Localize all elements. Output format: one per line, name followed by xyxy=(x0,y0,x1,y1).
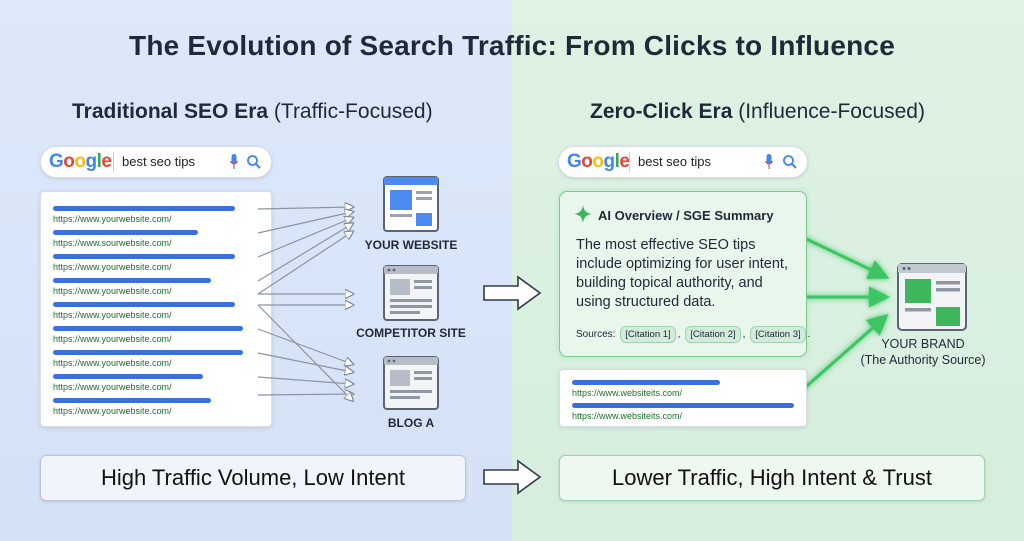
traffic-arrow xyxy=(257,218,352,258)
influence-arrow xyxy=(799,234,890,280)
left-summary-box: High Traffic Volume, Low Intent xyxy=(40,455,466,501)
influence-arrows xyxy=(799,234,890,394)
result-title-bar[interactable] xyxy=(53,398,211,403)
left-search-bar[interactable]: Google best seo tips xyxy=(40,146,272,178)
result-url[interactable]: https://www.yourwebsite.com/ xyxy=(53,286,172,296)
result-url[interactable]: https://www.yourwebsite.com/ xyxy=(53,262,172,272)
result-title-bar[interactable] xyxy=(53,254,235,259)
citation-chip[interactable]: [Citation 2] xyxy=(685,326,741,343)
traffic-arrow xyxy=(257,352,352,372)
sources-label: Sources: xyxy=(576,329,616,340)
traffic-arrow xyxy=(257,376,352,384)
result-title-bar[interactable] xyxy=(53,350,243,355)
left-era-focus: (Traffic-Focused) xyxy=(268,100,433,123)
right-summary-box: Lower Traffic, High Intent & Trust xyxy=(559,455,985,501)
ai-overview-box: AI Overview / SGE Summary The most effec… xyxy=(559,191,810,357)
result-url[interactable]: https://www.yourwebsite.com/ xyxy=(53,334,172,344)
microphone-icon[interactable] xyxy=(765,153,773,171)
google-logo: Google xyxy=(567,151,630,172)
result-title-bar[interactable] xyxy=(53,206,235,211)
traffic-arrow xyxy=(257,232,352,295)
influence-arrow xyxy=(799,314,889,394)
competitor-site-icon xyxy=(383,265,439,321)
traffic-arrow xyxy=(257,212,352,234)
traffic-arrow xyxy=(257,304,352,400)
ai-overview-title: AI Overview / SGE Summary xyxy=(598,208,774,223)
right-search-results-panel: https://www.websiteits.com/ https://www.… xyxy=(559,369,807,427)
blog-a-icon xyxy=(383,356,439,410)
citation-chip[interactable]: [Citation 1] xyxy=(620,326,676,343)
blog-a-label: BLOG A xyxy=(387,416,435,430)
transition-arrow xyxy=(483,459,542,495)
left-search-results-panel: https://www.yourwebsite.com/ https://www… xyxy=(40,191,272,427)
sparkle-icon xyxy=(574,205,592,223)
traffic-arrow xyxy=(257,328,352,364)
ai-overview-summary: The most effective SEO tips include opti… xyxy=(576,237,788,310)
result-url[interactable]: https://www.yourwebsite.com/ xyxy=(53,382,172,392)
your-website-label: YOUR WEBSITE xyxy=(364,238,458,252)
result-title-bar[interactable] xyxy=(53,326,243,331)
result-url[interactable]: https://www.yourwebsite.com/ xyxy=(53,310,172,320)
your-brand-icon xyxy=(897,263,967,331)
left-search-query[interactable]: best seo tips xyxy=(113,152,195,172)
traffic-arrow xyxy=(257,224,352,282)
traffic-arrow xyxy=(257,394,352,395)
result-url[interactable]: https://www.yourwebsite.com/ xyxy=(53,214,172,224)
microphone-icon[interactable] xyxy=(230,153,238,171)
result-title-bar[interactable] xyxy=(572,403,794,408)
result-url[interactable]: https://www.sourwebsite.com/ xyxy=(53,238,172,248)
result-title-bar[interactable] xyxy=(53,278,211,283)
result-title-bar[interactable] xyxy=(53,374,203,379)
result-url[interactable]: https://www.websiteits.com/ xyxy=(572,388,683,398)
page-title: The Evolution of Search Traffic: From Cl… xyxy=(129,30,895,61)
traffic-arrows xyxy=(257,207,352,400)
right-era-name: Zero-Click Era xyxy=(590,100,733,123)
result-title-bar[interactable] xyxy=(572,380,720,385)
right-era-focus: (Influence-Focused) xyxy=(732,100,925,123)
right-search-bar[interactable]: Google best seo tips xyxy=(558,146,808,178)
google-logo: Google xyxy=(49,151,112,172)
competitor-site-label: COMPETITOR SITE xyxy=(356,326,466,340)
transition-arrow xyxy=(483,275,542,311)
result-url[interactable]: https://www.yourwebsite.com/ xyxy=(53,406,172,416)
ai-sources: Sources: [Citation 1], [Citation 2], [Ci… xyxy=(576,326,810,343)
result-url[interactable]: https://www.yourwebsite.com/ xyxy=(53,358,172,368)
left-era-heading: Traditional SEO Era (Traffic-Focused) xyxy=(72,100,433,124)
right-era-heading: Zero-Click Era (Influence-Focused) xyxy=(590,100,925,124)
result-title-bar[interactable] xyxy=(53,230,198,235)
result-title-bar[interactable] xyxy=(53,302,235,307)
left-era-name: Traditional SEO Era xyxy=(72,100,269,123)
brand-name: YOUR BRAND xyxy=(881,337,965,351)
your-brand-label: YOUR BRAND (The Authority Source) xyxy=(850,336,996,368)
search-icon[interactable] xyxy=(781,153,799,171)
result-url[interactable]: https://www.websiteits.com/ xyxy=(572,411,683,421)
brand-subtitle: (The Authority Source) xyxy=(860,353,986,367)
citation-chip[interactable]: [Citation 3] xyxy=(750,326,806,343)
your-website-icon xyxy=(383,176,439,232)
traffic-arrow xyxy=(257,207,352,209)
search-icon[interactable] xyxy=(245,153,263,171)
right-search-query[interactable]: best seo tips xyxy=(629,152,711,172)
